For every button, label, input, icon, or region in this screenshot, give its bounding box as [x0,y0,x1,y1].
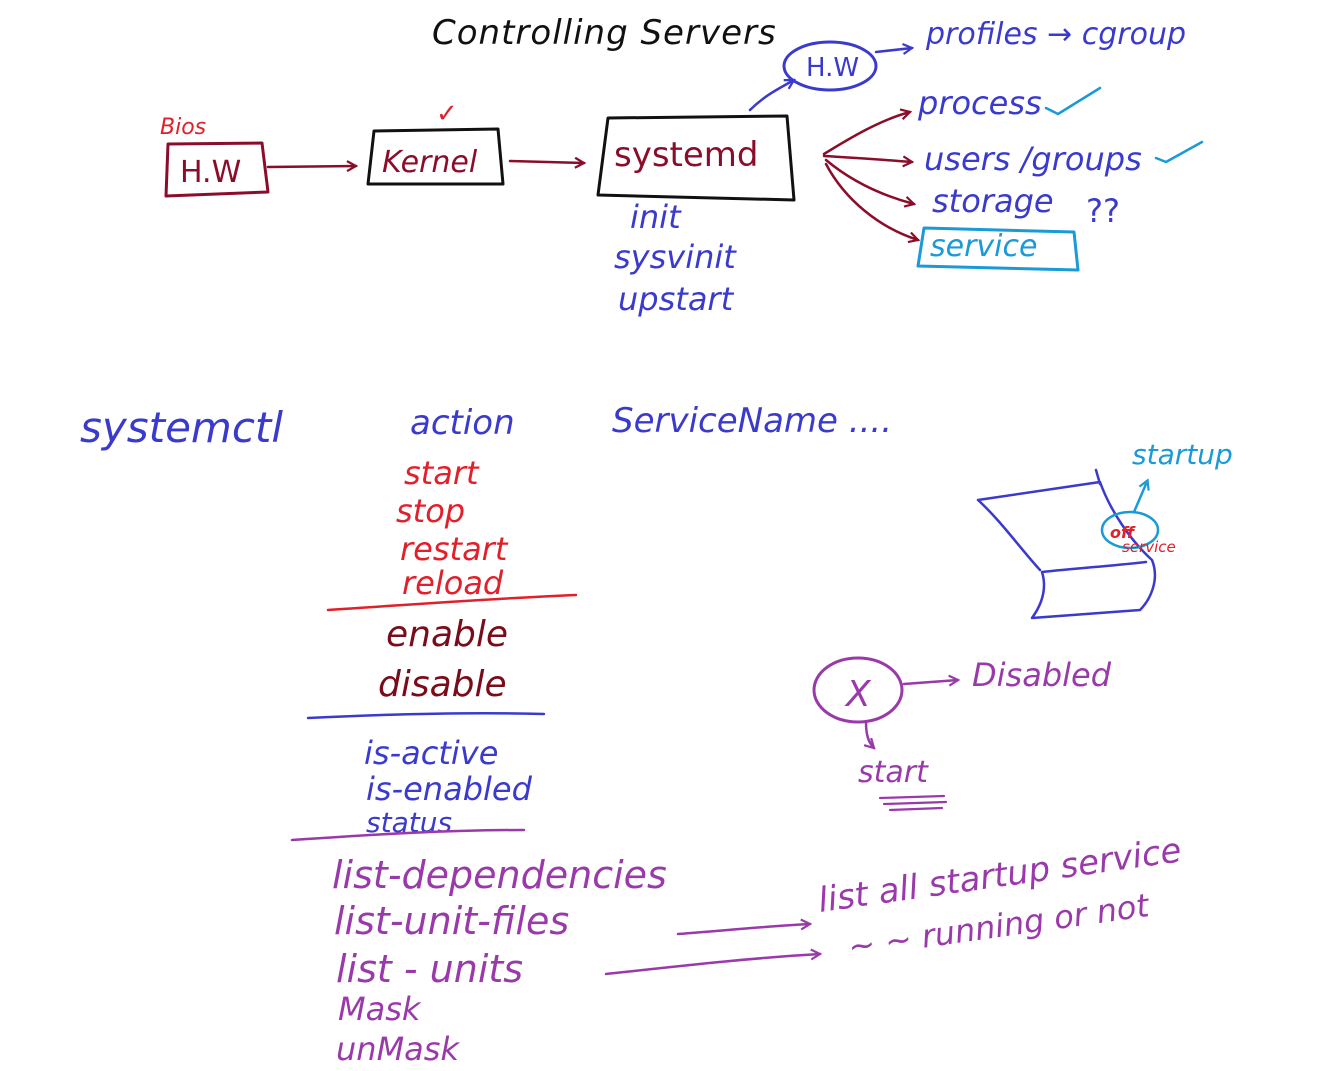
switch-on-label: off [1110,523,1136,542]
query-actions: is-active is-enabled status [290,734,533,842]
alt-sysvinit: sysvinit [614,238,737,276]
hw-to-kernel-arrow [266,166,356,167]
hw-box [164,141,270,198]
unit-actions: list-dependencies list-unit-files list -… [332,853,667,1068]
alt-init: init [630,198,682,236]
action-is-active: is-active [364,734,498,772]
arrow-to-users [822,154,912,162]
hw-label: H.W [180,155,241,190]
switch-circle [1100,510,1160,550]
kernel-checkmark-icon: ✓ [436,99,458,129]
kernel-label: Kernel [382,145,478,180]
users-checkmark-icon [1154,140,1204,164]
managed-service: service [930,229,1037,264]
cmd-systemctl: systemctl [80,403,283,452]
circle-to-disabled-arrow [902,680,958,684]
action-list-units: list - units [336,947,523,991]
runtime-actions: start stop restart reload [326,454,578,612]
start-label: start [858,755,929,790]
start-underline-1 [878,794,946,800]
start-underline-2 [882,800,948,806]
managed-process: process [917,84,1042,122]
action-mask: Mask [338,990,422,1028]
arrow-to-process [822,112,910,156]
systemd-label: systemd [614,135,759,175]
disabled-circle-label: X [844,674,872,715]
list-notes: list all startup service ~ ~ running or … [604,830,1184,976]
disabled-note: X Disabled start [812,656,1112,812]
action-enable: enable [386,614,508,655]
kernel-box [366,127,505,186]
boot-actions: enable disable [306,614,546,720]
storage-question-marks: ?? [1086,192,1120,230]
startup-label: startup [1132,438,1233,471]
disabled-label: Disabled [972,656,1112,694]
disabled-circle [812,656,904,724]
switch-to-startup-arrow [1132,484,1146,514]
managed-resources: process users /groups storage ?? service [822,84,1204,272]
unit-files-arrow [676,924,810,936]
switch-sketch: off service startup [976,438,1233,620]
runtime-divider [326,593,578,612]
cmd-action: action [410,403,515,443]
arrow-to-storage [824,158,914,204]
switch-service-label: service [1122,538,1176,556]
action-list-unit-files: list-unit-files [334,899,569,943]
action-disable: disable [378,664,507,705]
cmd-service-name: ServiceName .... [612,401,892,441]
query-divider [290,828,526,842]
kernel-to-systemd-arrow [508,161,584,163]
systemd-box [596,114,796,202]
hw-top-target: profiles → cgroup [925,17,1186,52]
boot-divider [306,711,546,720]
hw-top-to-profiles-arrow [874,48,912,52]
action-is-enabled: is-enabled [366,770,533,808]
action-restart: restart [400,530,509,568]
panel-top-tick [1094,468,1102,486]
action-stop: stop [396,492,465,530]
boot-chain: Bios H.W Kernel ✓ systemd init sysvinit … [160,17,1186,318]
arrow-to-service [824,162,918,240]
process-checkmark-icon [1044,86,1102,116]
circle-to-start-arrow [866,720,874,748]
diagram-title: Controlling Servers [432,13,777,53]
action-reload: reload [402,564,504,602]
service-box [916,226,1080,272]
systemctl-syntax: systemctl action ServiceName .... [80,401,892,452]
action-unmask: unMask [336,1030,460,1068]
systemd-to-hw-top-arrow [748,78,794,112]
managed-storage: storage [932,182,1054,220]
action-list-dependencies: list-dependencies [332,853,667,897]
action-start: start [404,454,480,492]
start-underline-3 [888,806,944,812]
hw-top-label: H.W [806,53,859,83]
managed-users-groups: users /groups [924,140,1142,178]
alt-upstart: upstart [618,280,735,318]
bios-label: Bios [160,115,206,140]
list-units-arrow [604,954,820,976]
hw-top-bubble [782,40,878,92]
panel-sketch [976,480,1157,620]
